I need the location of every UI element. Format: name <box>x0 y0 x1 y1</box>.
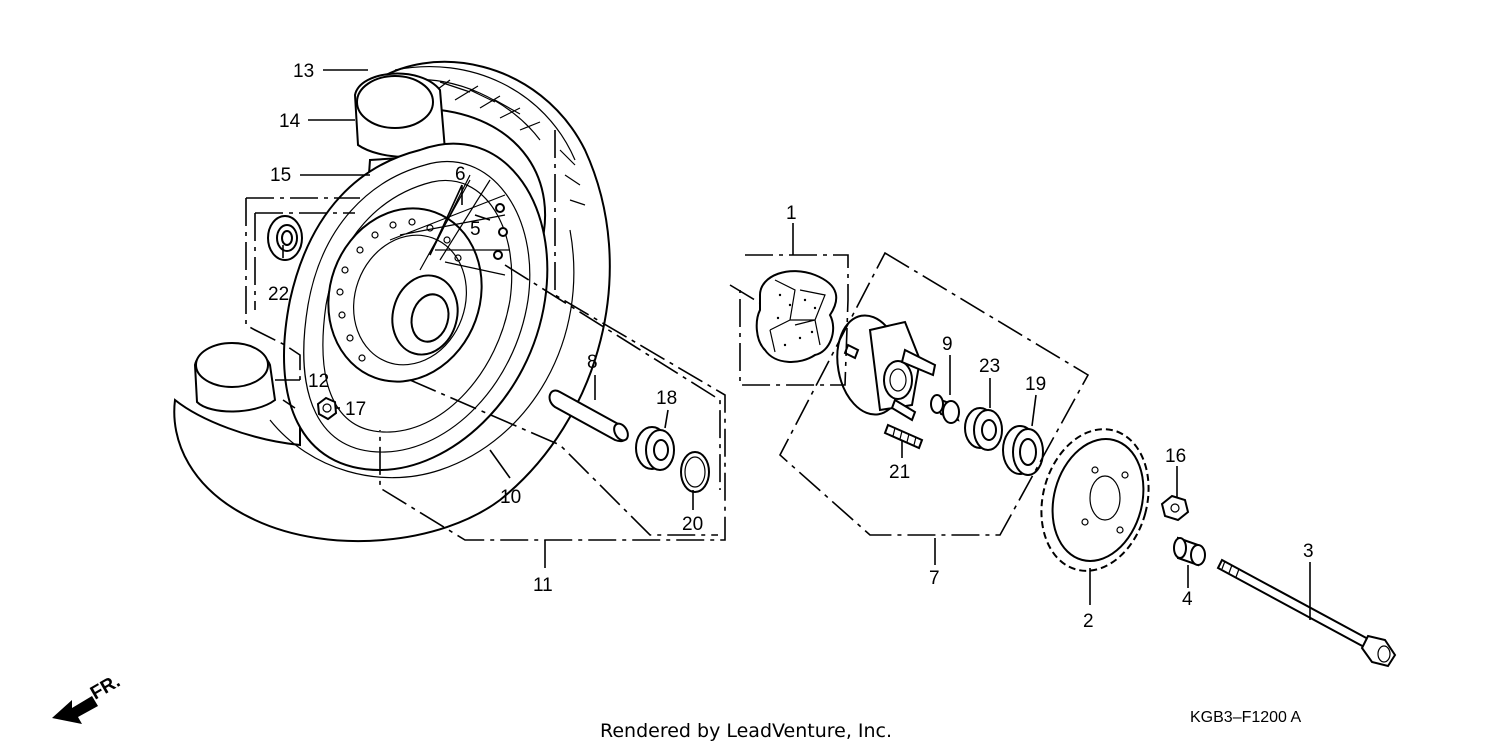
callout-21: 21 <box>889 462 910 483</box>
collar-9 <box>930 394 960 424</box>
callout-2: 2 <box>1083 611 1094 632</box>
bearing-23 <box>964 407 1003 451</box>
driven-flange <box>836 314 937 422</box>
callout-11: 11 <box>533 575 553 596</box>
callout-4: 4 <box>1182 589 1193 610</box>
collar-4 <box>1173 536 1206 567</box>
callout-13: 13 <box>293 61 314 82</box>
callout-3: 3 <box>1303 541 1314 562</box>
wheel-rim <box>283 142 549 472</box>
o-ring-20 <box>680 451 710 493</box>
bearing-18 <box>635 426 675 471</box>
callout-5: 5 <box>470 219 481 240</box>
wheel-damper-1 <box>755 270 838 363</box>
callout-6: 6 <box>455 164 466 185</box>
callout-labels: 13 14 15 22 12 17 6 5 8 18 20 10 11 1 9 … <box>268 61 1314 632</box>
callout-1: 1 <box>786 203 797 224</box>
callout-7: 7 <box>929 568 940 589</box>
callout-19: 19 <box>1025 374 1046 395</box>
callout-18: 18 <box>656 388 677 409</box>
callout-20: 20 <box>682 514 703 535</box>
callout-22: 22 <box>268 284 289 305</box>
callout-9: 9 <box>942 334 953 355</box>
callout-10: 10 <box>500 487 521 508</box>
callout-12: 12 <box>308 371 329 392</box>
stud-bolt-21 <box>883 423 924 450</box>
front-direction-arrow: FR. <box>52 671 124 724</box>
leader-lines <box>275 69 1311 620</box>
callout-8: 8 <box>587 352 598 373</box>
assembly-outlines <box>245 130 1090 541</box>
inner-tube-lower <box>193 342 277 413</box>
callout-17: 17 <box>345 399 366 420</box>
callout-15: 15 <box>270 165 291 186</box>
bearing-22 <box>267 215 303 261</box>
final-driven-sprocket <box>1040 428 1150 572</box>
nut-16 <box>1160 494 1190 522</box>
distance-collar-8 <box>548 389 629 443</box>
dust-seal-19 <box>1002 425 1044 476</box>
footer-credit: Rendered by LeadVenture, Inc. <box>600 720 892 742</box>
diagram-code: KGB3–F1200 A <box>1190 709 1302 726</box>
callout-23: 23 <box>979 356 1000 377</box>
valve-nut-17 <box>316 396 338 421</box>
rear-axle-3 <box>1216 558 1397 668</box>
callout-16: 16 <box>1165 446 1186 467</box>
callout-14: 14 <box>279 111 301 132</box>
